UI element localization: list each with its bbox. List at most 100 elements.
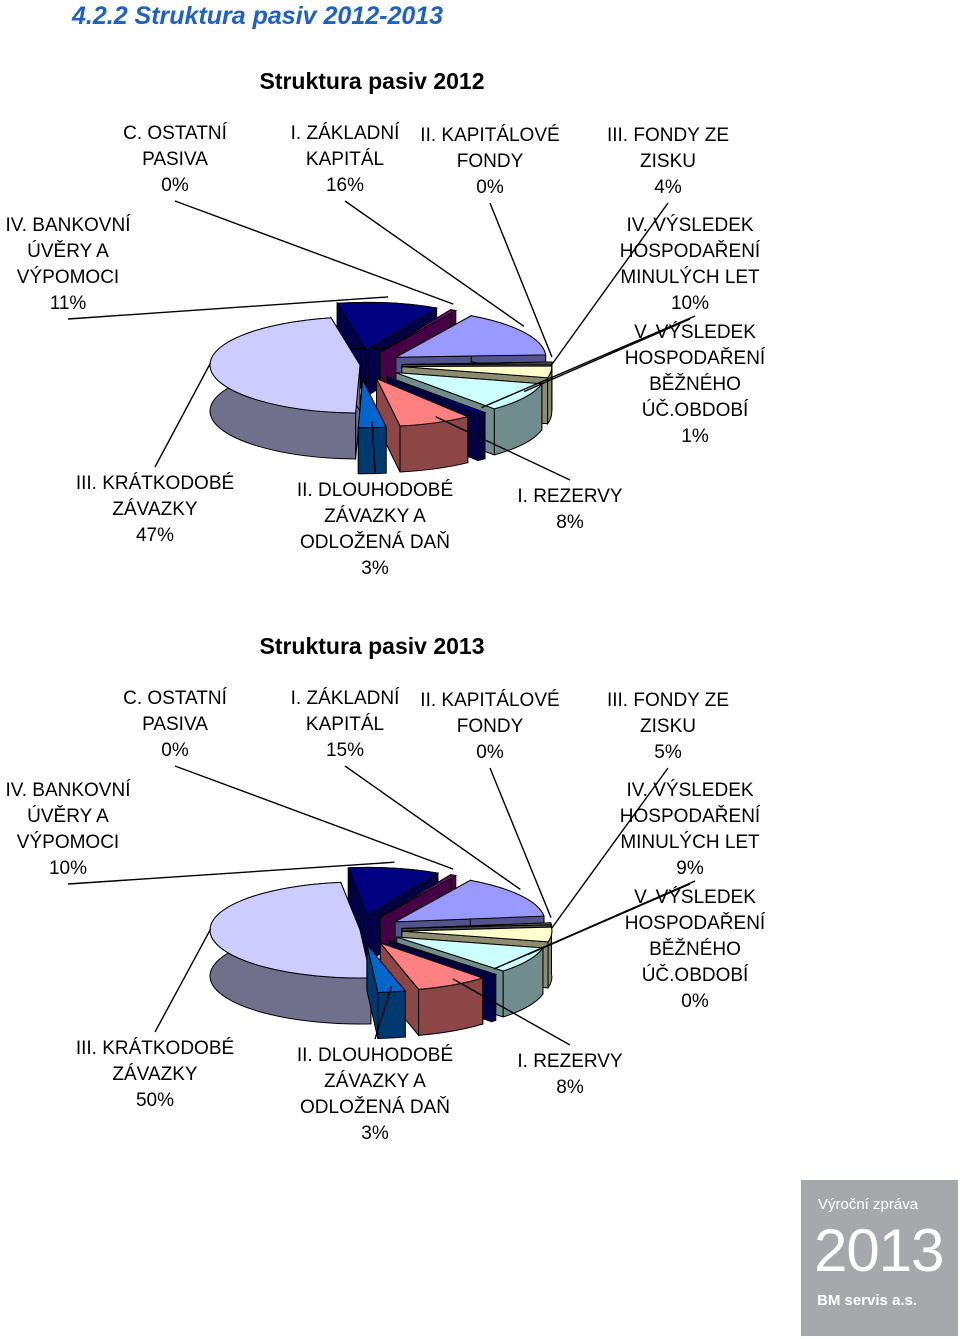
slice-percent: 3% xyxy=(361,1123,389,1144)
slice-label-line: KAPITÁL xyxy=(306,149,384,170)
slice-label-line: IV. VÝSLEDEK xyxy=(626,780,753,801)
slice-label: I. REZERVY 8% xyxy=(517,486,623,533)
slice-label-line: BĚŽNÉHO xyxy=(649,373,741,395)
slice-label-line: HOSPODAŘENÍ xyxy=(625,347,766,369)
slice-percent: 11% xyxy=(50,293,87,314)
chart-title: Struktura pasiv 2012 xyxy=(259,68,484,94)
leader-line xyxy=(493,880,696,970)
slice-label-line: ZÁVAZKY A xyxy=(324,1071,426,1092)
leader-line xyxy=(435,416,571,481)
slice-label: II. KAPITÁLOVÉ FONDY 0% xyxy=(420,690,559,763)
slice-label-line: HOSPODAŘENÍ xyxy=(620,240,761,262)
pie-slice xyxy=(209,881,372,1025)
leader-line xyxy=(371,421,376,475)
slice-label-line: ZÁVAZKY A xyxy=(324,506,426,527)
slice-percent: 10% xyxy=(671,293,709,314)
slice-percent: 4% xyxy=(654,177,682,198)
leader-line xyxy=(489,202,553,358)
slice-label-line: PASIVA xyxy=(142,149,208,170)
pie-slice xyxy=(366,943,407,1039)
slice-label-line: ÚČ.OBDOBÍ xyxy=(642,964,749,986)
slice-label-line: IV. BANKOVNÍ xyxy=(6,215,132,236)
slice-label-line: FONDY xyxy=(457,151,524,172)
slice-label-line: II. KAPITÁLOVÉ xyxy=(420,690,559,711)
leader-line xyxy=(154,362,212,468)
slice-percent: 15% xyxy=(326,740,364,761)
leader-line xyxy=(550,767,669,929)
slice-label-line: III. FONDY ZE xyxy=(607,125,729,146)
slice-label-line: BĚŽNÉHO xyxy=(649,938,741,960)
leader-line xyxy=(452,978,571,1046)
slice-label-line: HOSPODAŘENÍ xyxy=(625,912,766,934)
slice-label-line: I. REZERVY xyxy=(517,486,623,507)
slice-label-line: MINULÝCH LET xyxy=(620,267,760,288)
pie-slice xyxy=(357,377,387,475)
slice-label-line: VÝPOMOCI xyxy=(17,267,119,288)
slice-label: II. KAPITÁLOVÉ FONDY 0% xyxy=(420,125,559,198)
leader-line xyxy=(481,315,696,409)
slice-label-line: ÚVĚRY A xyxy=(27,805,109,827)
slice-label-line: KAPITÁL xyxy=(306,714,384,735)
slice-percent: 0% xyxy=(476,742,504,763)
slice-percent: 8% xyxy=(556,1077,584,1098)
slice-percent: 3% xyxy=(361,558,389,579)
pie-slice xyxy=(375,377,470,473)
slice-label-line: VÝPOMOCI xyxy=(17,832,119,853)
slice-label-line: ZÁVAZKY xyxy=(112,1064,197,1085)
leader-line xyxy=(174,200,454,305)
slice-label-line: I. REZERVY xyxy=(517,1051,623,1072)
chart-title: Struktura pasiv 2013 xyxy=(259,633,484,659)
badge-caption: Výroční zpráva xyxy=(818,1196,919,1213)
slice-label-line: V. VÝSLEDEK xyxy=(634,887,756,908)
slice-percent: 5% xyxy=(654,742,682,763)
slice-percent: 8% xyxy=(556,512,584,533)
annual-report-badge: Výroční zpráva 2013 BM servis a.s. xyxy=(801,1180,958,1336)
slice-label-line: IV. VÝSLEDEK xyxy=(626,215,753,236)
slice-label-line: ZÁVAZKY xyxy=(112,499,197,520)
slice-label-line: ÚVĚRY A xyxy=(27,240,109,262)
slice-percent: 0% xyxy=(476,177,504,198)
slice-label-line: ODLOŽENÁ DAŇ xyxy=(300,1096,450,1118)
slice-label-line: V. VÝSLEDEK xyxy=(634,322,756,343)
slice-label-line: IV. BANKOVNÍ xyxy=(6,780,132,801)
slice-percent: 0% xyxy=(161,740,189,761)
slice-label: IV. VÝSLEDEK HOSPODAŘENÍ MINULÝCH LET 10% xyxy=(620,215,761,314)
slice-label-line: FONDY xyxy=(457,716,524,737)
slice-label: III. KRÁTKODOBÉ ZÁVAZKY 50% xyxy=(76,1038,234,1111)
leader-line xyxy=(344,200,525,327)
badge-year: 2013 xyxy=(814,1217,944,1284)
slice-percent: 10% xyxy=(49,858,87,879)
leader-line xyxy=(374,985,393,1040)
slice-label-line: II. DLOUHODOBÉ xyxy=(297,480,453,501)
slice-percent: 0% xyxy=(681,991,709,1012)
slice-label: I. REZERVY 8% xyxy=(517,1051,623,1098)
section-heading: 4.2.2 Struktura pasiv 2012-2013 xyxy=(72,2,444,30)
pie-slice xyxy=(378,941,485,1037)
slice-label-line: III. KRÁTKODOBÉ xyxy=(76,473,234,494)
leader-line xyxy=(174,765,454,870)
leader-line xyxy=(154,928,212,1033)
slice-percent: 50% xyxy=(136,1090,174,1111)
leader-line xyxy=(550,202,669,367)
slice-label-line: III. KRÁTKODOBÉ xyxy=(76,1038,234,1059)
badge-company: BM servis a.s. xyxy=(817,1292,918,1309)
slice-label: IV. BANKOVNÍ ÚVĚRY A VÝPOMOCI 10% xyxy=(6,780,132,879)
leader-line xyxy=(523,318,691,393)
slice-label-line: MINULÝCH LET xyxy=(620,832,760,853)
slice-label-line: II. KAPITÁLOVÉ xyxy=(420,125,559,146)
slice-percent: 16% xyxy=(326,175,364,196)
leader-line xyxy=(489,767,552,918)
slice-label-line: ZISKU xyxy=(640,716,696,737)
